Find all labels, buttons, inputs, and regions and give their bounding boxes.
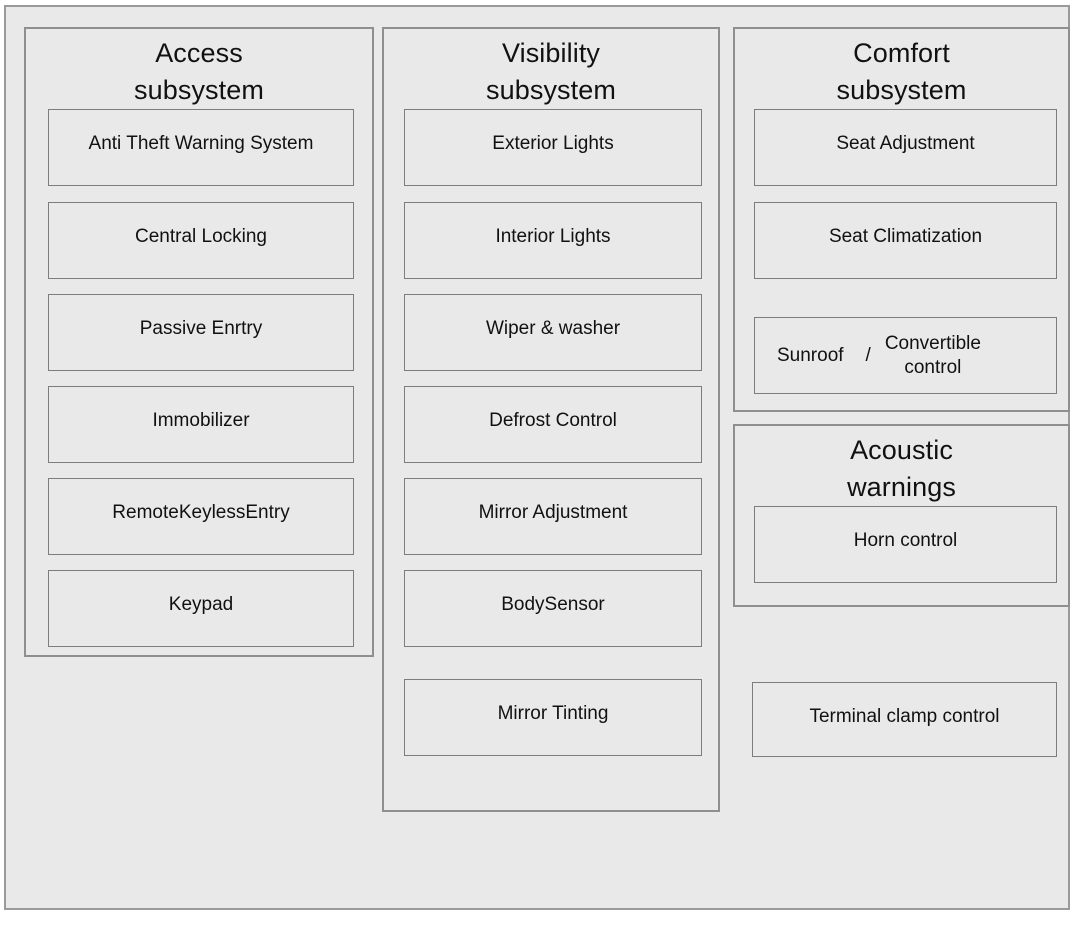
panel-visibility-subsystem: Visibility subsystem Exterior Lights Int…: [382, 27, 720, 812]
panel-title-access: Access subsystem: [134, 38, 264, 105]
item-defrost-control[interactable]: Defrost Control: [404, 386, 702, 463]
convertible-control-label: Convertible control: [884, 332, 981, 378]
item-terminal-clamp-control[interactable]: Terminal clamp control: [752, 682, 1057, 757]
panel-title-comfort: Comfort subsystem: [836, 38, 967, 105]
item-anti-theft-warning-system[interactable]: Anti Theft Warning System: [48, 109, 354, 186]
panel-acoustic-warnings: Acoustic warnings Horn control: [733, 424, 1070, 607]
item-sunroof-convertible-control[interactable]: Sunroof / Convertible control: [754, 317, 1057, 394]
item-interior-lights[interactable]: Interior Lights: [404, 202, 702, 279]
item-body-sensor[interactable]: BodySensor: [404, 570, 702, 647]
panel-comfort-subsystem: Comfort subsystem Seat Adjustment Seat C…: [733, 27, 1070, 412]
item-mirror-adjustment[interactable]: Mirror Adjustment: [404, 478, 702, 555]
item-seat-adjustment[interactable]: Seat Adjustment: [754, 109, 1057, 186]
item-central-locking[interactable]: Central Locking: [48, 202, 354, 279]
item-exterior-lights[interactable]: Exterior Lights: [404, 109, 702, 186]
item-remote-keyless-entry[interactable]: RemoteKeylessEntry: [48, 478, 354, 555]
panel-access-subsystem: Access subsystem Anti Theft Warning Syst…: [24, 27, 374, 657]
sunroof-label: Sunroof: [777, 344, 844, 366]
diagram-outer-frame: Access subsystem Anti Theft Warning Syst…: [4, 5, 1070, 910]
item-wiper-and-washer[interactable]: Wiper & washer: [404, 294, 702, 371]
panel-title-acoustic-warnings: Acoustic warnings: [847, 435, 956, 502]
panel-title-visibility: Visibility subsystem: [486, 38, 616, 105]
item-mirror-tinting[interactable]: Mirror Tinting: [404, 679, 702, 756]
item-passive-entry[interactable]: Passive Enrtry: [48, 294, 354, 371]
item-keypad[interactable]: Keypad: [48, 570, 354, 647]
slash-separator: /: [865, 344, 871, 366]
item-seat-climatization[interactable]: Seat Climatization: [754, 202, 1057, 279]
item-immobilizer[interactable]: Immobilizer: [48, 386, 354, 463]
item-horn-control[interactable]: Horn control: [754, 506, 1057, 583]
